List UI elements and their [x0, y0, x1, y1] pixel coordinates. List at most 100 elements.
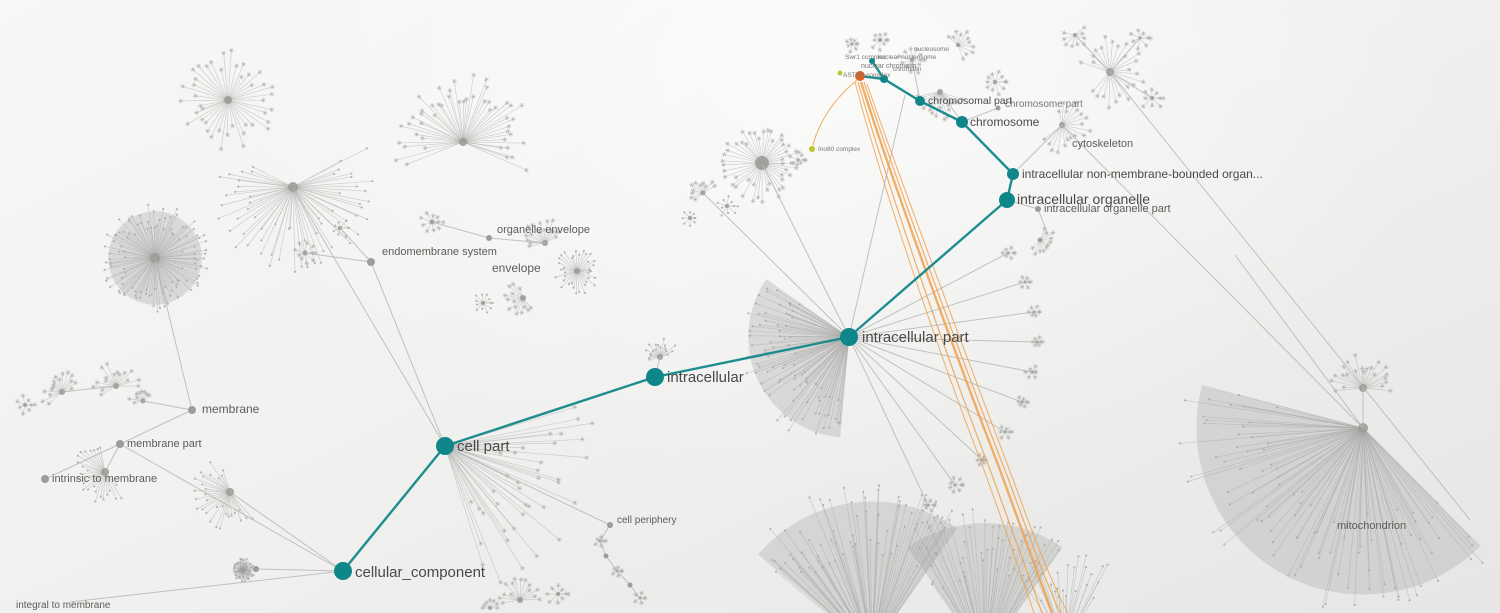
term-label-small[interactable]: nucleosome: [914, 46, 949, 53]
highlighted-ancestry-edge: [854, 81, 1035, 613]
term-dot[interactable]: [995, 105, 1001, 111]
fan-cluster: [497, 576, 543, 606]
term-node-intracellular-nmb-organelle[interactable]: [1007, 168, 1019, 180]
term-dot[interactable]: [253, 566, 259, 572]
term-label-small[interactable]: nuclear chromatin: [861, 63, 917, 70]
fan-cluster: [232, 557, 255, 583]
term-node-cell-part[interactable]: [436, 437, 454, 455]
term-label[interactable]: endomembrane system: [382, 246, 497, 258]
term-node-intracellular-part[interactable]: [840, 328, 858, 346]
term-node-path-junction-2[interactable]: [869, 58, 875, 64]
fan-cluster: [393, 72, 529, 173]
term-label-small[interactable]: chromatin: [893, 66, 922, 73]
term-dot[interactable]: [188, 406, 196, 414]
term-label-small[interactable]: Swr1 complex: [845, 54, 887, 61]
term-label[interactable]: intracellular organelle part: [1044, 203, 1171, 215]
fan-cluster: [870, 31, 891, 53]
highlighted-path-edge: [919, 99, 963, 124]
term-label-small[interactable]: ASTRA complex: [843, 72, 891, 79]
fan-cluster: [922, 497, 938, 514]
term-label-small[interactable]: Ino80 complex: [818, 146, 861, 153]
term-label[interactable]: integral to membrane: [16, 600, 111, 611]
term-dots: [41, 105, 1041, 588]
term-label[interactable]: envelope: [492, 261, 541, 275]
fan-cluster: [523, 217, 562, 249]
fan-cluster: [193, 461, 254, 530]
term-dot[interactable]: [603, 553, 609, 559]
fan-cluster: [716, 195, 739, 217]
fan-cluster: [1128, 27, 1153, 52]
fan-cluster: [1061, 25, 1087, 49]
term-dot[interactable]: [1035, 206, 1041, 212]
term-label[interactable]: membrane: [202, 402, 260, 416]
term-label-small[interactable]: nuclear nucleosome: [878, 54, 937, 61]
term-label-intracellular-organelle[interactable]: intracellular organelle: [1017, 191, 1150, 207]
highlighted-ancestry-edges: [812, 79, 1069, 613]
fan-cluster: [947, 475, 966, 495]
fan-cluster: [1030, 226, 1056, 257]
path-nodes: [334, 58, 1019, 580]
fan-cluster: [985, 69, 1009, 97]
fan-cluster: [896, 46, 927, 76]
fan-cluster: [998, 424, 1015, 441]
term-label[interactable]: organelle envelope: [497, 224, 590, 236]
fan-cluster: [76, 446, 123, 503]
term-node-selected[interactable]: [855, 71, 865, 81]
fan-cluster: [90, 361, 142, 398]
fan-cluster: [681, 211, 697, 227]
fan-cluster: [418, 210, 446, 234]
highlighted-path-edges: [342, 60, 1015, 572]
term-dot[interactable]: [367, 258, 375, 266]
highlighted-path-edge: [444, 375, 656, 448]
fan-cluster: [502, 281, 534, 317]
fan-cluster: [645, 337, 677, 361]
term-dot[interactable]: [41, 475, 49, 483]
fan-cluster: [178, 48, 275, 152]
term-node-chromosome[interactable]: [956, 116, 968, 128]
term-label-intracellular[interactable]: intracellular: [667, 369, 744, 386]
graph-edges: [44, 34, 1471, 603]
term-node-cellular-component[interactable]: [334, 562, 352, 580]
fan-cluster: [1030, 334, 1046, 348]
term-label[interactable]: cell periphery: [617, 515, 676, 526]
term-node-path-junction-1[interactable]: [880, 75, 888, 83]
fan-cluster: [1017, 274, 1034, 290]
term-node-green-2[interactable]: [837, 70, 843, 76]
term-dot[interactable]: [116, 440, 124, 448]
fan-cluster: [745, 279, 850, 438]
term-label[interactable]: chromosome part: [1005, 99, 1083, 110]
fan-cluster: [544, 582, 571, 606]
fan-cluster: [1016, 394, 1031, 409]
highlighted-path-edge: [883, 77, 921, 103]
collapsed-subtree-fans: [15, 25, 1484, 613]
highlighted-path-edge: [961, 121, 1014, 175]
term-dot[interactable]: [607, 522, 613, 528]
term-label-cellular-component[interactable]: cellular_component: [355, 564, 486, 581]
fan-cluster: [480, 597, 500, 611]
highlighted-path-edge: [654, 335, 850, 379]
fan-cluster: [720, 127, 802, 205]
highlighted-ancestry-edge: [812, 79, 858, 146]
term-label-intracellular-nmb-organelle[interactable]: intracellular non-membrane-bounded organ…: [1022, 167, 1263, 181]
term-dot[interactable]: [627, 582, 633, 588]
term-node-intracellular-organelle[interactable]: [999, 192, 1015, 208]
term-label[interactable]: cytoskeleton: [1072, 138, 1133, 150]
term-dot[interactable]: [486, 235, 492, 241]
term-label-chromosomal-part[interactable]: chromosomal part: [928, 95, 1012, 107]
term-node-chromosomal-part[interactable]: [915, 96, 925, 106]
term-node-intracellular[interactable]: [646, 368, 664, 386]
term-label[interactable]: intrinsic to membrane: [52, 473, 157, 485]
term-node-green-1[interactable]: [809, 146, 815, 152]
fan-cluster: [103, 203, 208, 313]
fan-cluster: [1026, 304, 1043, 318]
term-label[interactable]: mitochondrion: [1337, 520, 1406, 532]
term-label[interactable]: membrane part: [127, 438, 202, 450]
fan-cluster: [1023, 363, 1039, 380]
term-label-cell-part[interactable]: cell part: [457, 438, 510, 455]
term-label-intracellular-part[interactable]: intracellular part: [862, 329, 970, 346]
fan-cluster: [632, 590, 648, 606]
term-label-chromosome[interactable]: chromosome: [970, 115, 1040, 129]
fan-cluster: [787, 148, 808, 168]
